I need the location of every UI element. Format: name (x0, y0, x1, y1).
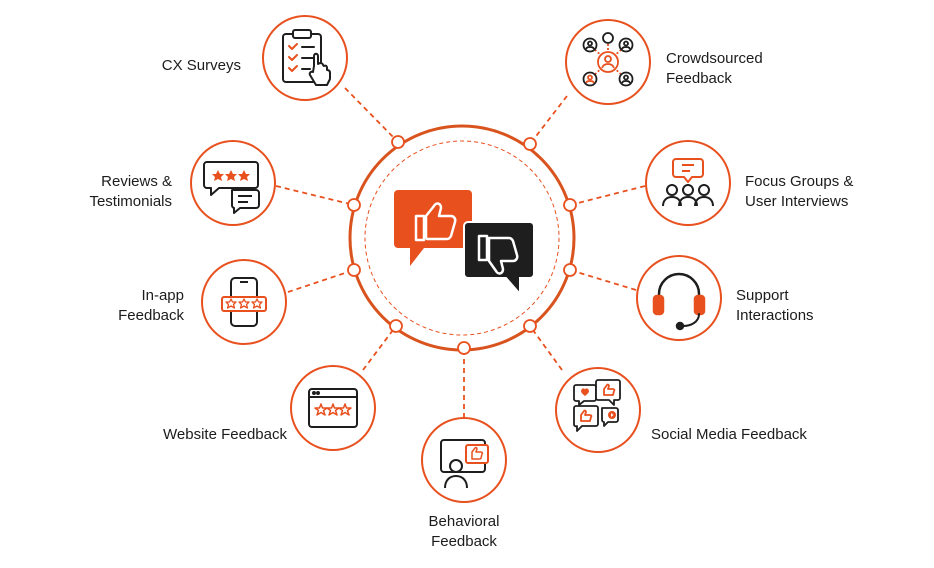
connector-website (362, 325, 397, 371)
label-line: Feedback (118, 307, 184, 324)
node-behavioral (421, 417, 507, 503)
user-screen-like-icon (440, 439, 489, 489)
label-line: In-app (141, 287, 184, 304)
label-crowd: Crowdsourced Feedback (666, 49, 763, 89)
label-line: Support (736, 287, 789, 304)
label-line: Interactions (736, 307, 814, 324)
connector-crowd (529, 95, 568, 145)
connector-in-app (287, 269, 355, 293)
label-cx-surveys: CX Surveys (162, 56, 241, 76)
label-in-app: In-app Feedback (118, 286, 184, 326)
connectors (275, 87, 646, 418)
label-line: User Interviews (745, 193, 849, 210)
inner-ring (364, 140, 560, 336)
group-chat-icon (662, 158, 714, 207)
label-support: Support Interactions (736, 286, 814, 326)
connector-focus (569, 185, 646, 206)
node-website (290, 365, 376, 451)
label-line: Crowdsourced (666, 50, 763, 67)
label-line: Feedback (431, 533, 497, 550)
label-line: Website Feedback (163, 426, 287, 443)
label-line: CX Surveys (161, 57, 241, 74)
label-focus: Focus Groups & User Interviews (745, 172, 853, 212)
connector-support (569, 269, 637, 291)
node-focus (645, 140, 731, 226)
label-website: Website Feedback (163, 425, 287, 445)
label-line: Reviews & (101, 173, 172, 190)
star-review-bubbles-icon (203, 161, 260, 214)
label-behavioral: Behavioral Feedback (404, 512, 524, 552)
label-reviews: Reviews & Testimonials (89, 172, 172, 212)
label-social: Social Media Feedback (651, 425, 807, 445)
label-line: Social Media Feedback (651, 426, 807, 443)
thumbs-down-bubble-icon (463, 221, 535, 297)
label-line: Behavioral (428, 513, 500, 530)
network-people-icon (582, 32, 634, 87)
connector-social (529, 325, 563, 371)
browser-rating-icon (308, 388, 358, 428)
connector-cx-surveys (344, 87, 399, 143)
phone-rating-icon (221, 277, 267, 327)
clipboard-checklist-icon (282, 29, 331, 86)
label-line: Feedback (666, 70, 732, 87)
ring-dots (347, 135, 577, 355)
label-line: Focus Groups & (745, 173, 854, 190)
social-reactions-icon (573, 379, 621, 432)
label-line: Testimonials (89, 193, 172, 210)
headset-icon (652, 272, 706, 331)
thumbs-up-bubble-icon (394, 190, 472, 266)
connector-reviews (275, 185, 355, 206)
node-support (636, 255, 722, 341)
